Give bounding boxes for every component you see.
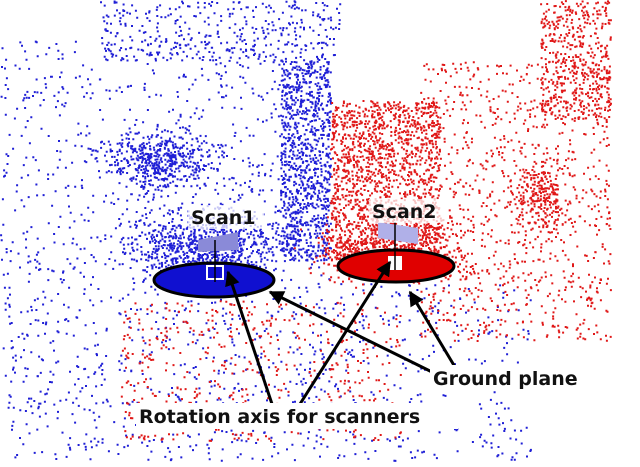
scan1-point-cloud xyxy=(0,0,532,462)
ground-plane-arrow-1 xyxy=(268,290,433,374)
scan1-scanner xyxy=(155,232,275,296)
rotation-axis-arrow-1 xyxy=(225,270,274,405)
annotation-arrows xyxy=(225,260,460,405)
ground-plane-label: Ground plane xyxy=(433,368,578,390)
scan2-ground-plane-ellipse xyxy=(336,248,456,284)
ground-plane-arrow-2 xyxy=(408,290,460,373)
scan1-label: Scan1 xyxy=(191,207,256,229)
rotation-axis-arrow-2 xyxy=(298,260,392,405)
scan2-scanner xyxy=(337,222,453,282)
scan1-ground-plane-ellipse xyxy=(152,261,276,299)
scan2-point-cloud xyxy=(120,0,613,442)
scan2-label: Scan2 xyxy=(372,201,437,223)
rotation-axis-label: Rotation axis for scanners xyxy=(139,406,420,428)
